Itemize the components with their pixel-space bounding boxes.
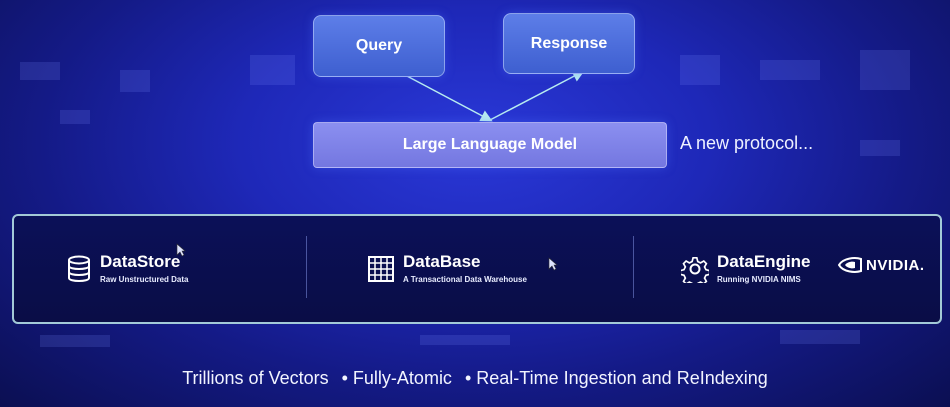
background-pixel: [250, 55, 295, 85]
gear-icon: [681, 256, 709, 283]
background-pixel: [20, 62, 60, 80]
background-pixel: [60, 110, 90, 124]
background-pixel: [680, 55, 720, 85]
background-pixel: [860, 50, 910, 90]
product-name: DataBase: [403, 252, 481, 271]
query-box: Query: [313, 15, 445, 77]
feature-item: • Real-Time Ingestion and ReIndexing: [464, 368, 768, 388]
product-subtitle: A Transactional Data Warehouse: [403, 275, 527, 284]
llm-label: Large Language Model: [402, 136, 578, 153]
background-pixel: [780, 330, 860, 344]
platform-panel: [12, 214, 942, 324]
response-label: Response: [530, 34, 608, 52]
dataengine-product: DataEngine Running NVIDIA NIMS: [681, 253, 811, 284]
feature-item: • Fully-Atomic: [341, 368, 452, 388]
query-label: Query: [355, 37, 403, 54]
datastore-product: DataStore Raw Unstructured Data: [66, 253, 188, 284]
nvidia-logo-text: NVIDIA.: [866, 256, 925, 274]
nvidia-logo: NVIDIA.: [838, 256, 925, 274]
background-pixel: [120, 70, 150, 92]
divider: [306, 236, 307, 298]
response-box: Response: [503, 13, 635, 74]
product-name: DataStore: [100, 252, 181, 271]
mouse-cursor-icon: [176, 243, 186, 257]
background-pixel: [760, 60, 820, 80]
llm-box: Large Language Model: [313, 122, 667, 168]
query-to-llm-arrow: [404, 74, 493, 122]
nvidia-eye-icon: [838, 257, 862, 273]
background-pixel: [40, 335, 110, 347]
background-pixel: [860, 140, 900, 156]
product-subtitle: Running NVIDIA NIMS: [717, 275, 801, 284]
llm-to-response-arrow: [489, 70, 585, 121]
mouse-cursor-icon: [548, 257, 558, 271]
protocol-text: A new protocol...: [680, 133, 814, 153]
product-subtitle: Raw Unstructured Data: [100, 275, 189, 284]
footer-features: Trillions of Vectors • Fully-Atomic • Re…: [0, 368, 950, 389]
divider: [633, 236, 634, 298]
background-pixel: [420, 335, 510, 345]
database-icon: [68, 255, 90, 282]
feature-item: Trillions of Vectors: [182, 368, 329, 388]
database-product: DataBase A Transactional Data Warehouse: [367, 253, 527, 284]
product-name: DataEngine: [717, 252, 811, 271]
grid-table-icon: [368, 255, 394, 282]
